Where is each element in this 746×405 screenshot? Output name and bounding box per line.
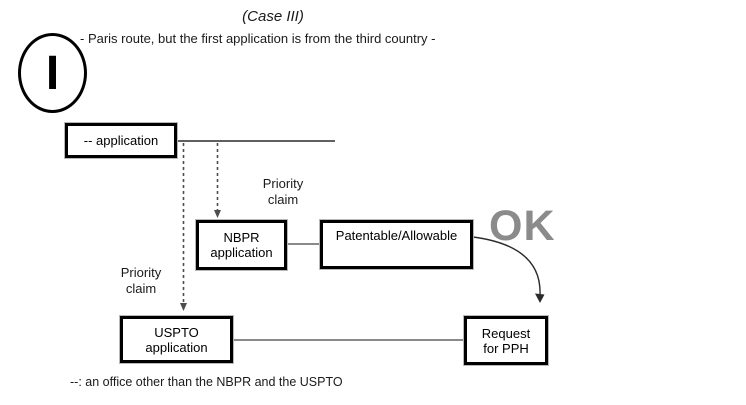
box-nbpr-application-label: NBPR application <box>210 230 273 260</box>
case-number-badge: I <box>18 33 87 113</box>
box-uspto-application: USPTO application <box>119 315 234 364</box>
box-uspto-application-label: USPTO application <box>145 324 208 355</box>
legend-footnote: --: an office other than the NBPR and th… <box>70 375 343 389</box>
box-request-for-pph-label: Request for PPH <box>481 325 531 356</box>
case-number-numeral: I <box>45 46 60 100</box>
box-first-application: -- application <box>64 122 178 159</box>
priority-claim-label-upper: Priority claim <box>262 176 304 207</box>
box-patentable-allowable-label: Patentable/Allowable <box>335 228 458 243</box>
diagram-title: (Case III) <box>242 8 304 25</box>
diagram-subtitle: - Paris route, but the first application… <box>80 31 436 46</box>
box-patentable-allowable: Patentable/Allowable <box>319 219 474 270</box>
priority-claim-label-lower: Priority claim <box>120 265 162 296</box>
arrowhead-uspto <box>180 303 187 311</box>
box-request-for-pph: Request for PPH <box>463 315 549 366</box>
ok-status-text: OK <box>489 202 556 250</box>
box-nbpr-application: NBPR application <box>195 219 288 271</box>
arrowhead-nbpr <box>214 210 221 218</box>
box-first-application-label: -- application <box>83 133 159 148</box>
arrowhead-request <box>535 293 545 303</box>
